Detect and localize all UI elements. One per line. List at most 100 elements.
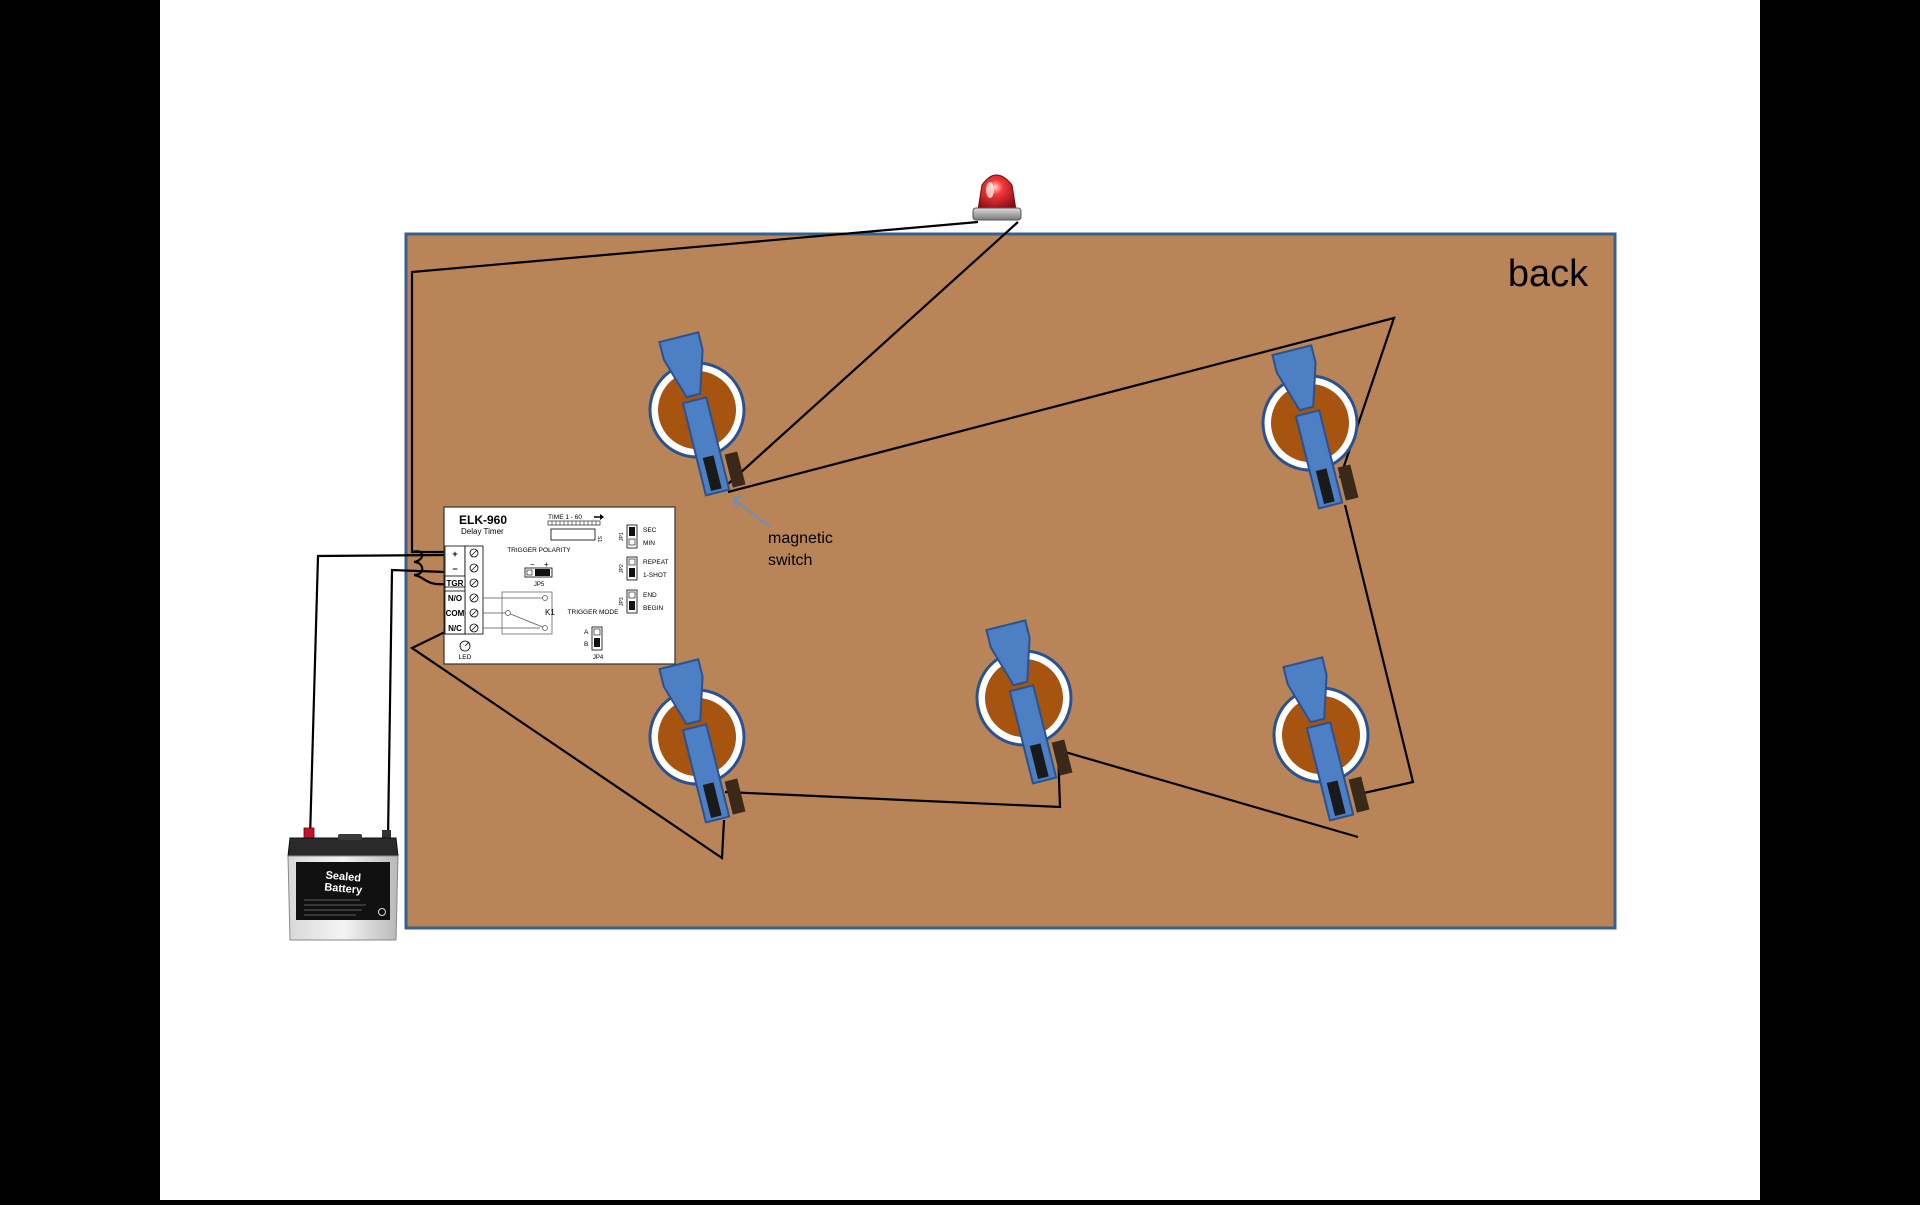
beacon-glare (986, 182, 994, 198)
wire-right-column (1343, 504, 1415, 797)
battery[interactable]: Sealed Battery (287, 827, 399, 941)
trigger-mode-label: TRIGGER MODE (568, 609, 620, 616)
jp4-jumper[interactable] (591, 626, 603, 651)
dip-switch-bank (547, 520, 601, 526)
magnet (724, 451, 746, 488)
jumper-tag: JP1 (619, 532, 625, 541)
board-label: back (1508, 253, 1589, 295)
wire-beacon-switch1 (727, 221, 1019, 485)
right-side-bar (1760, 0, 1920, 1200)
terminal-label: − (452, 564, 457, 574)
battery-terminal-minus (382, 830, 391, 839)
relay-terminal-box (444, 590, 466, 635)
switch-housing (658, 331, 704, 399)
switch-contact (1315, 468, 1335, 505)
mode-b-label: B (584, 641, 588, 648)
timer-model: ELK-960 (459, 513, 507, 527)
battery-fine-print (304, 899, 366, 916)
battery-lid (287, 837, 399, 857)
battery-label-line-1: Sealed (325, 869, 361, 884)
jumper-repeat-oneshot[interactable]: REPEAT 1-SHOT JP2 (619, 556, 669, 581)
magnet (1337, 464, 1359, 501)
jumper-sec-min[interactable]: SEC MIN JP1 (619, 524, 657, 549)
beacon-light-icon[interactable] (972, 174, 1022, 221)
magnet (1051, 739, 1073, 776)
terminal-label: + (452, 549, 457, 559)
terminal-row-5[interactable]: COM (446, 608, 479, 618)
switch-contact (1326, 780, 1346, 817)
switch-bottom-right[interactable] (1257, 651, 1387, 829)
jumper-bottom-label: MIN (643, 540, 655, 547)
switch-bottom-left[interactable] (633, 653, 763, 831)
polarity-plus: + (544, 560, 549, 569)
jp5-pin-1 (526, 569, 533, 576)
jumper-top-label: SEC (643, 527, 657, 534)
terminal-label: COM (446, 609, 465, 618)
battery-terminal-plus (303, 827, 315, 839)
magnetic-switch-callout: magnetic switch (731, 495, 833, 569)
magnet (724, 778, 746, 815)
switch-housing (1271, 344, 1317, 412)
wire-loop-1 (411, 550, 446, 586)
polarity-minus: − (530, 560, 535, 569)
switch-contact (1029, 743, 1049, 780)
callout-line-1: magnetic (768, 530, 833, 547)
trigger-polarity-label: TRIGGER POLARITY (507, 547, 571, 554)
mode-a-label: A (584, 629, 589, 636)
jumper-tag: JP2 (619, 564, 625, 573)
terminal-row-3[interactable]: TGR (444, 575, 479, 588)
terminal-row-2[interactable]: − (452, 563, 479, 574)
battery-label-line-2: Battery (324, 881, 364, 896)
switch-arm (1008, 684, 1058, 785)
beacon-base (972, 207, 1022, 221)
terminal-screw-column (464, 545, 484, 635)
relay-label: K1 (545, 608, 555, 617)
jp5-label: JP5 (534, 582, 545, 588)
led-label: LED (459, 654, 472, 661)
terminal-label: N/C (448, 624, 462, 633)
time-display[interactable] (550, 528, 596, 541)
switch-arm (1305, 721, 1355, 822)
switch-top-left[interactable] (633, 326, 763, 504)
jumper-tag: JP3 (619, 597, 625, 606)
terminal-row-4[interactable]: N/O (448, 593, 479, 603)
time-arrow-icon (600, 514, 604, 520)
switch-contact (702, 455, 722, 492)
terminal-label-bg (444, 575, 466, 588)
timer-module[interactable]: ELK-960 Delay Timer TIME 1 - 60 S1 TRIGG… (443, 506, 676, 665)
dip-tag: S1 (596, 536, 602, 542)
jumper-bottom-label: BEGIN (643, 605, 664, 612)
switch-bottom-middle[interactable] (960, 614, 1090, 792)
jp5-cap (535, 569, 550, 576)
wire-battery-plus (308, 553, 446, 839)
wire-bottom-left (409, 631, 726, 861)
switch-housing (1282, 656, 1328, 724)
jp4-label: JP4 (593, 655, 604, 661)
callout-arrow-line (734, 499, 771, 528)
terminal-label: N/O (448, 594, 462, 603)
terminal-block: + − TGR N/O COM (444, 545, 484, 635)
terminal-row-6[interactable]: N/C (448, 623, 479, 633)
jumper-top-label: REPEAT (643, 559, 669, 566)
left-side-bar (0, 0, 160, 1200)
switch-housing (658, 658, 704, 726)
timer-subtitle: Delay Timer (461, 527, 504, 536)
callout-line-2: switch (768, 552, 812, 569)
switch-top-right[interactable] (1246, 339, 1376, 517)
wire-battery-minus (386, 568, 446, 839)
switch-arm (681, 396, 731, 497)
switch-contact (702, 782, 722, 819)
beacon-dome (977, 174, 1017, 211)
terminal-row-1[interactable]: + (452, 548, 479, 559)
wire-bottom-right (724, 748, 1359, 839)
magnet (1348, 776, 1370, 813)
dip-ticks (551, 521, 597, 525)
time-label: TIME 1 - 60 (548, 514, 582, 521)
terminal-label: TGR (447, 579, 464, 588)
battery-recycle-icon (378, 908, 386, 916)
jumper-top-label: END (643, 592, 657, 599)
switch-arm (1294, 409, 1344, 510)
jumper-end-begin[interactable]: END BEGIN JP3 (619, 589, 664, 614)
battery-lid-ridge (338, 834, 362, 840)
